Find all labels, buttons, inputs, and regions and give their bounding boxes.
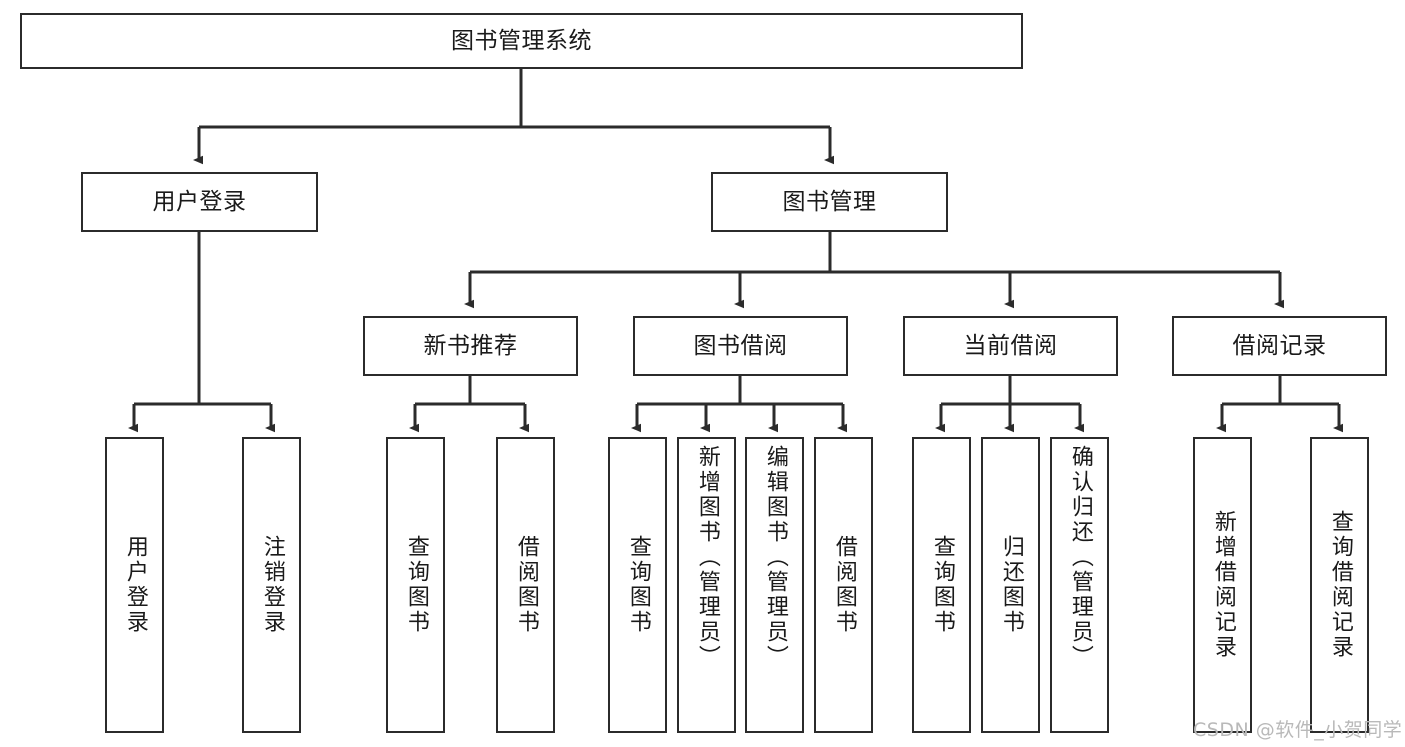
node-label: 图书管理系统	[451, 27, 592, 54]
node-label: 查询借阅记录	[1327, 510, 1353, 660]
leaf-add-borrow-record[interactable]: 新增借阅记录	[1193, 437, 1252, 733]
node-current-borrow[interactable]: 当前借阅	[903, 316, 1118, 376]
node-label: 借阅记录	[1232, 332, 1327, 359]
leaf-borrow-book[interactable]: 借阅图书	[814, 437, 873, 733]
leaf-confirm-return-admin[interactable]: 确认归还（管理员）	[1050, 437, 1109, 733]
node-book-management[interactable]: 图书管理	[711, 172, 948, 232]
node-label: 归还图书	[998, 535, 1024, 635]
node-book-borrow[interactable]: 图书借阅	[633, 316, 848, 376]
leaf-user-login[interactable]: 用户登录	[105, 437, 164, 733]
node-label: 图书管理	[782, 188, 877, 215]
node-label: 查询图书	[929, 535, 955, 635]
node-label: 新书推荐	[423, 332, 518, 359]
node-label: 用户登录	[122, 535, 148, 635]
node-label: 借阅图书	[513, 535, 539, 635]
leaf-return-book[interactable]: 归还图书	[981, 437, 1040, 733]
node-label: 确认归还（管理员）	[1067, 445, 1093, 670]
node-new-book-recommend[interactable]: 新书推荐	[363, 316, 578, 376]
node-user-login[interactable]: 用户登录	[81, 172, 318, 232]
node-label: 借阅图书	[831, 535, 857, 635]
leaf-query-book-current[interactable]: 查询图书	[912, 437, 971, 733]
leaf-query-book-borrow[interactable]: 查询图书	[608, 437, 667, 733]
node-label: 新增借阅记录	[1210, 510, 1236, 660]
node-label: 编辑图书（管理员）	[762, 445, 788, 670]
node-root-system[interactable]: 图书管理系统	[20, 13, 1023, 69]
node-label: 当前借阅	[963, 332, 1058, 359]
node-borrow-record[interactable]: 借阅记录	[1172, 316, 1387, 376]
leaf-edit-book-admin[interactable]: 编辑图书（管理员）	[745, 437, 804, 733]
node-label: 新增图书（管理员）	[694, 445, 720, 670]
node-label: 查询图书	[625, 535, 651, 635]
node-label: 用户登录	[152, 188, 247, 215]
csdn-watermark: CSDN @软件_小贺同学	[1193, 719, 1403, 741]
node-label: 查询图书	[403, 535, 429, 635]
leaf-query-book-recommend[interactable]: 查询图书	[386, 437, 445, 733]
leaf-query-borrow-record[interactable]: 查询借阅记录	[1310, 437, 1369, 733]
node-label: 图书借阅	[693, 332, 788, 359]
leaf-add-book-admin[interactable]: 新增图书（管理员）	[677, 437, 736, 733]
node-label: 注销登录	[259, 535, 285, 635]
leaf-user-logout[interactable]: 注销登录	[242, 437, 301, 733]
leaf-borrow-book-recommend[interactable]: 借阅图书	[496, 437, 555, 733]
